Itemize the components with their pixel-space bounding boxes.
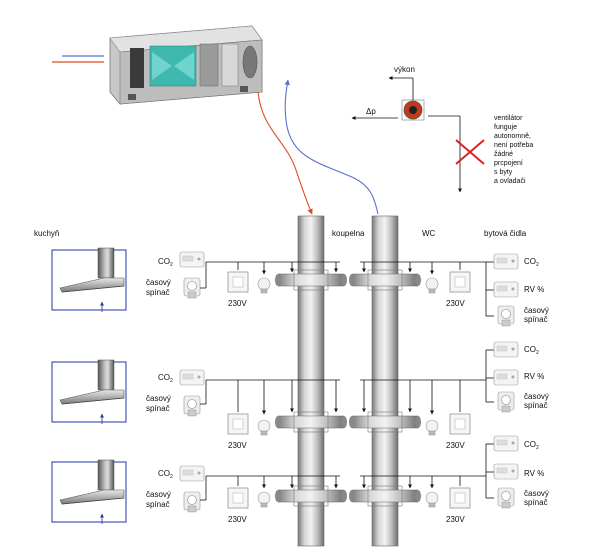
rh-label: RV % bbox=[524, 372, 544, 381]
fan-note-line: autonomně, bbox=[494, 133, 531, 140]
voltage-label: 230V bbox=[446, 515, 465, 524]
timer-label: spínač bbox=[524, 315, 548, 324]
wall-switch-icon bbox=[449, 413, 471, 435]
fan-note-line: žádné bbox=[494, 151, 513, 158]
fan-note-line: s byty bbox=[494, 169, 513, 176]
delta-p-label: Δp bbox=[366, 107, 376, 116]
wall-switch-icon bbox=[227, 413, 249, 435]
voltage-label: 230V bbox=[228, 515, 247, 524]
fan-note: ventilátor funguje autonomně, není potře… bbox=[494, 115, 533, 185]
voltage-label: 230V bbox=[446, 299, 465, 308]
co2-label: CO2 bbox=[524, 440, 539, 451]
light-bulb-icon bbox=[257, 419, 271, 436]
timer-switch-icon bbox=[497, 305, 515, 327]
wc-label: WC bbox=[422, 229, 436, 238]
timer-switch-icon bbox=[497, 487, 515, 509]
wall-switch-icon bbox=[449, 487, 471, 509]
ventilation-unit bbox=[109, 25, 263, 105]
co2-label: CO2 bbox=[158, 257, 173, 268]
fan-control bbox=[351, 76, 485, 193]
timer-label: spínač bbox=[524, 498, 548, 507]
timer-label: časový bbox=[146, 278, 171, 287]
humidity-sensor-icon bbox=[493, 463, 519, 480]
co2-sensor-icon bbox=[179, 369, 205, 386]
co2-sensor-icon bbox=[493, 253, 519, 270]
fan-note-line: prcpojení bbox=[494, 160, 523, 167]
voltage-label: 230V bbox=[446, 441, 465, 450]
timer-switch-icon bbox=[183, 491, 201, 513]
rh-label: RV % bbox=[524, 285, 544, 294]
co2-label: CO2 bbox=[524, 257, 539, 268]
fan-note-line: ventilátor bbox=[494, 115, 523, 122]
light-bulb-icon bbox=[257, 277, 271, 294]
light-bulb-icon bbox=[425, 277, 439, 294]
co2-sensor-icon bbox=[179, 251, 205, 268]
light-bulb-icon bbox=[425, 491, 439, 508]
co2-sensor-icon bbox=[179, 465, 205, 482]
floor-1 bbox=[51, 247, 519, 327]
co2-label: CO2 bbox=[158, 373, 173, 384]
timer-label: časový bbox=[146, 490, 171, 499]
light-bulb-icon bbox=[257, 491, 271, 508]
rh-label: RV % bbox=[524, 469, 544, 478]
voltage-label: 230V bbox=[228, 299, 247, 308]
room-sensors-label: bytová čidla bbox=[484, 229, 527, 238]
humidity-sensor-icon bbox=[493, 369, 519, 386]
kitchen-hood-icon bbox=[51, 247, 127, 311]
timer-label: spínač bbox=[524, 401, 548, 410]
inlet-lines bbox=[52, 55, 104, 63]
light-bulb-icon bbox=[425, 419, 439, 436]
co2-label: CO2 bbox=[158, 469, 173, 480]
wall-switch-icon bbox=[227, 271, 249, 293]
output-label: výkon bbox=[394, 65, 415, 74]
wall-switch-icon bbox=[227, 487, 249, 509]
exhaust-air-line bbox=[284, 79, 379, 215]
timer-switch-icon bbox=[183, 277, 201, 299]
floor-3 bbox=[51, 435, 519, 524]
co2-label: CO2 bbox=[524, 345, 539, 356]
timer-label: spínač bbox=[146, 288, 170, 297]
kitchen-hood-icon bbox=[51, 459, 127, 523]
fan-note-line: a ovladači bbox=[494, 178, 526, 185]
fan-note-line: funguje bbox=[494, 124, 517, 131]
timer-label: časový bbox=[524, 392, 549, 401]
fan-note-line: není potřeba bbox=[494, 142, 533, 149]
floor-2 bbox=[51, 341, 519, 436]
kitchen-hood-icon bbox=[51, 359, 127, 423]
timer-switch-icon bbox=[497, 391, 515, 413]
co2-sensor-icon bbox=[493, 435, 519, 452]
timer-switch-icon bbox=[183, 395, 201, 417]
timer-label: časový bbox=[146, 394, 171, 403]
kitchen-label: kuchyň bbox=[34, 229, 59, 238]
wall-switch-icon bbox=[449, 271, 471, 293]
timer-label: spínač bbox=[146, 500, 170, 509]
supply-air-line bbox=[257, 91, 313, 215]
bathroom-label: koupelna bbox=[332, 229, 365, 238]
timer-label: časový bbox=[524, 489, 549, 498]
timer-label: spínač bbox=[146, 404, 170, 413]
voltage-label: 230V bbox=[228, 441, 247, 450]
co2-sensor-icon bbox=[493, 341, 519, 358]
humidity-sensor-icon bbox=[493, 281, 519, 298]
timer-label: časový bbox=[524, 306, 549, 315]
